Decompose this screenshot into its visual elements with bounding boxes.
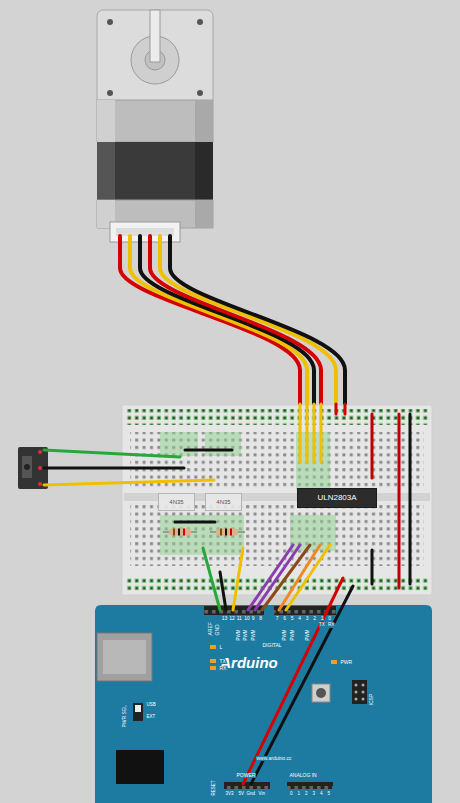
board-label: USB xyxy=(146,703,156,708)
board-label: 1 xyxy=(320,616,324,621)
chip-label: 4N35 xyxy=(216,499,230,505)
chip-label: ULN2803A xyxy=(317,494,356,502)
motor-cable xyxy=(120,236,345,404)
jumper-wires xyxy=(175,404,410,588)
board-label-vertical: PWM xyxy=(306,629,311,641)
board-label: POWER xyxy=(236,773,256,778)
board-label: 11 xyxy=(236,616,242,621)
board-label: 9 xyxy=(251,616,255,621)
board-label: 3 xyxy=(305,616,309,621)
board-label: 1 xyxy=(297,792,301,797)
board-label: ANALOG IN xyxy=(289,773,317,778)
board-label: EXT xyxy=(146,715,156,720)
arduino-wires xyxy=(203,545,353,784)
board-label: 3 xyxy=(312,792,316,797)
board-label: 7 xyxy=(275,616,279,621)
board-label: www.arduino.cc xyxy=(256,756,292,761)
board-label: 0 xyxy=(328,616,332,621)
driver-chip: ULN2803A xyxy=(297,488,377,508)
board-label: RX xyxy=(328,623,335,628)
board-label: 12 xyxy=(229,616,236,621)
board-label: L xyxy=(219,645,223,650)
board-label-vertical: PWM xyxy=(252,629,257,641)
optocoupler-chip: 4N35 xyxy=(205,493,242,511)
chip-label: 4N35 xyxy=(169,499,183,505)
board-label: 8 xyxy=(259,616,263,621)
chip-label: Arduino xyxy=(220,655,278,670)
board-label-vertical: AREF xyxy=(208,622,213,636)
board-label-vertical: RESET xyxy=(212,780,217,796)
board-label: 6 xyxy=(283,616,287,621)
board-label: TX xyxy=(219,659,226,664)
board-label-vertical: GND xyxy=(215,624,220,636)
stepper-motor xyxy=(97,10,213,242)
board-label-vertical: PWM xyxy=(283,629,288,641)
resistor-symbol xyxy=(163,529,245,536)
arduino-board xyxy=(95,605,432,803)
board-label: TX xyxy=(319,623,326,628)
board-label-vertical: PWM xyxy=(244,629,249,641)
board-label: RX xyxy=(219,666,227,671)
optocoupler-chip: 4N35 xyxy=(158,493,195,511)
board-label-vertical: ICSP xyxy=(369,693,374,706)
board-label: 4 xyxy=(298,616,302,621)
board-label: Vin xyxy=(258,792,265,797)
board-label: 0 xyxy=(290,792,294,797)
board-label: 3V3 xyxy=(225,792,234,797)
board-label: PWR xyxy=(340,660,353,665)
board-label: 4 xyxy=(320,792,324,797)
board-label: 5 xyxy=(327,792,331,797)
board-label: Gnd xyxy=(246,792,256,797)
board-label: 2 xyxy=(305,792,309,797)
board-label: 10 xyxy=(244,616,251,621)
board-label: 5V xyxy=(238,792,245,797)
board-label-vertical: PWM xyxy=(291,629,296,641)
board-label-vertical: PWR SEL xyxy=(122,704,127,728)
board-label: DIGITAL xyxy=(262,643,282,648)
board-label: 13 xyxy=(221,616,228,621)
board-label-vertical: PWM xyxy=(237,629,242,641)
board-label: 2 xyxy=(313,616,317,621)
jack-wires xyxy=(44,450,214,485)
board-label: 5 xyxy=(290,616,294,621)
